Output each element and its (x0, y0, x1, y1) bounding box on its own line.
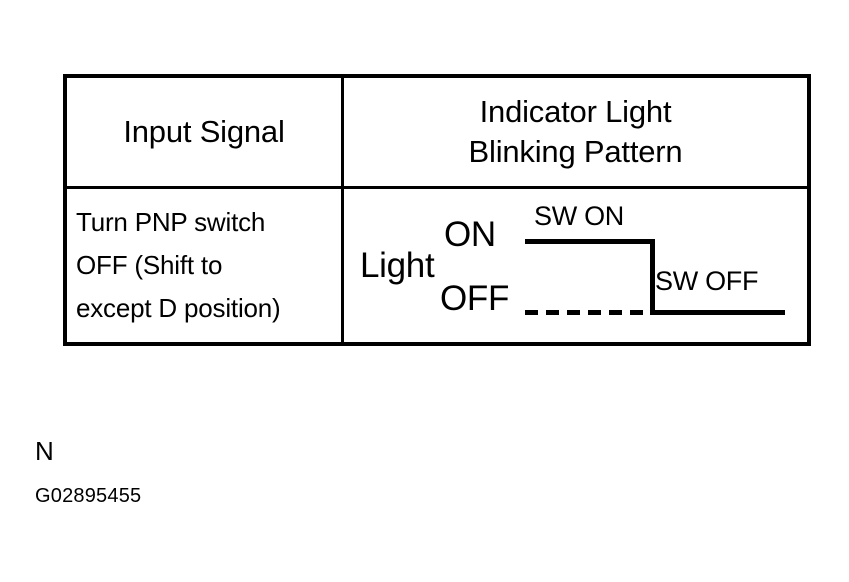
header-cell-indicator-light: Indicator Light Blinking Pattern (344, 78, 807, 186)
blinking-pattern-table: Input Signal Indicator Light Blinking Pa… (63, 74, 811, 346)
body-cell-input-signal: Turn PNP switch OFF (Shift to except D p… (67, 189, 344, 342)
input-signal-line-1: Turn PNP switch (76, 207, 266, 237)
header-cell-input-signal: Input Signal (67, 78, 344, 186)
timing-state-label-sw-on: SW ON (534, 201, 624, 231)
timing-diagram: Light ON OFF SW ON SW OFF (344, 189, 807, 342)
header-label-indicator-light-line1: Indicator Light (479, 94, 672, 129)
header-label-indicator-light: Indicator Light Blinking Pattern (344, 78, 807, 186)
timing-level-label-on: ON (444, 215, 496, 254)
timing-axis-label-light: Light (360, 246, 435, 285)
input-signal-description: Turn PNP switch OFF (Shift to except D p… (76, 201, 337, 330)
figure-marker: N (35, 436, 54, 466)
waveform-high-segment (525, 239, 655, 244)
header-label-indicator-light-line2: Blinking Pattern (468, 134, 683, 169)
header-label-input-signal: Input Signal (123, 114, 285, 149)
timing-state-label-sw-off: SW OFF (655, 266, 759, 296)
waveform-low-baseline-dashed (525, 310, 651, 315)
input-signal-line-3: except D position) (76, 293, 281, 323)
timing-level-label-off: OFF (440, 279, 510, 318)
figure-code: G02895455 (35, 485, 142, 507)
table-body-row: Turn PNP switch OFF (Shift to except D p… (67, 186, 807, 342)
table-header-row: Input Signal Indicator Light Blinking Pa… (67, 78, 807, 186)
waveform-low-segment (650, 310, 785, 315)
waveform-falling-edge (650, 239, 655, 315)
body-cell-timing-diagram: Light ON OFF SW ON SW OFF (344, 189, 807, 342)
input-signal-line-2: OFF (Shift to (76, 250, 223, 280)
